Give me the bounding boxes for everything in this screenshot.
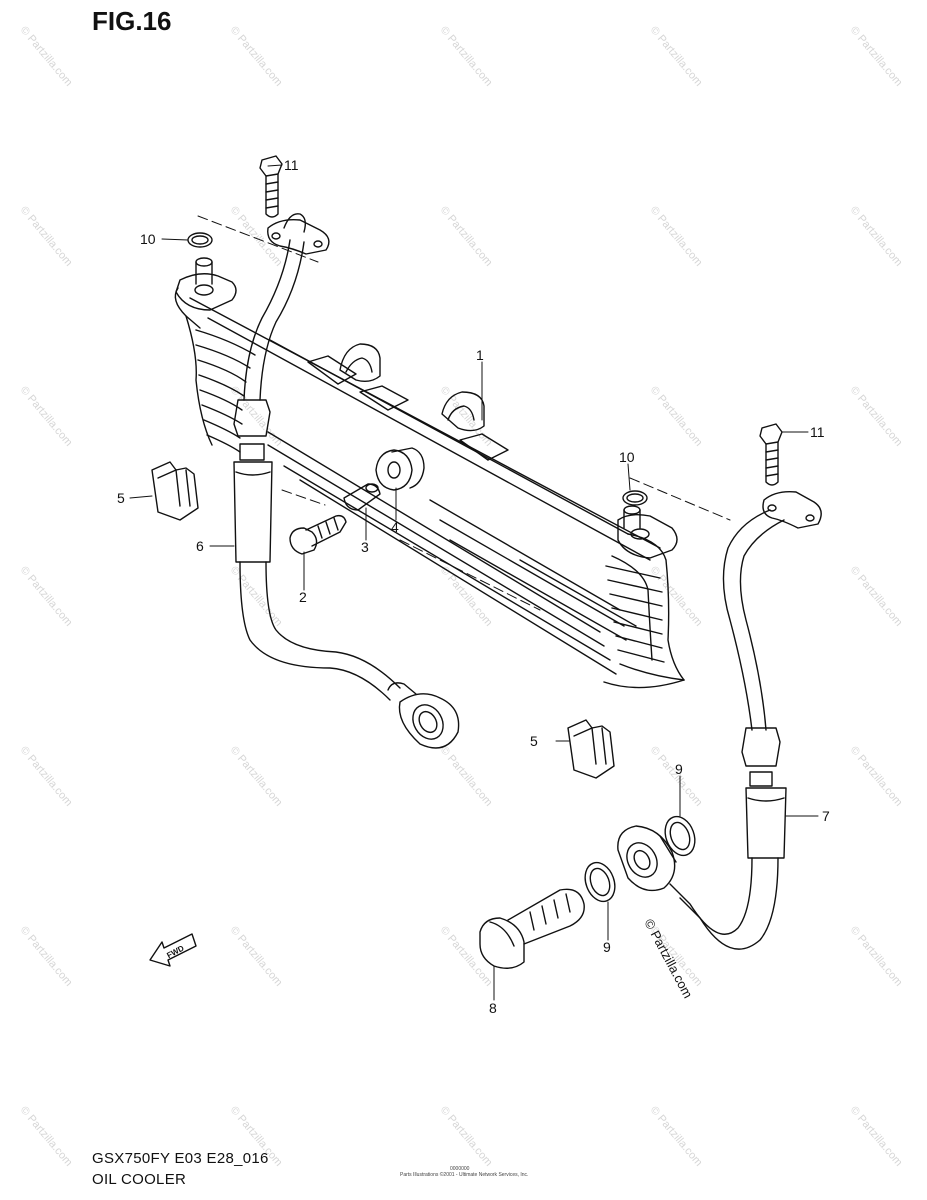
gasket-9-upper <box>664 815 696 857</box>
callout-10-right: 10 <box>619 449 635 465</box>
callout-9-upper: 9 <box>675 761 683 777</box>
watermark-text: © Partzilla.com <box>18 204 75 268</box>
hose-6 <box>233 213 460 749</box>
callout-6: 6 <box>196 538 204 554</box>
copyright-mark: © Partzilla.com <box>641 916 695 1000</box>
watermark-text: © Partzilla.com <box>438 204 495 268</box>
banjo-fitting <box>617 825 677 892</box>
callout-2: 2 <box>299 589 307 605</box>
callout-11-right: 11 <box>810 424 825 440</box>
leader-lines <box>129 164 819 1001</box>
hose-7 <box>669 490 822 950</box>
watermark-text: © Partzilla.com <box>18 564 75 628</box>
callout-4: 4 <box>391 519 399 535</box>
clamp-5-right <box>567 719 615 779</box>
callout-9-lower: 9 <box>603 939 611 955</box>
watermark-text: © Partzilla.com <box>848 744 905 808</box>
o-ring-right <box>622 490 648 506</box>
watermark-text: © Partzilla.com <box>648 204 705 268</box>
watermark-text: © Partzilla.com <box>228 204 285 268</box>
callout-8: 8 <box>489 1000 497 1016</box>
watermark-text: © Partzilla.com <box>18 24 75 88</box>
watermark-text: © Partzilla.com <box>438 24 495 88</box>
oil-cooler-part <box>174 215 731 689</box>
watermark-text: © Partzilla.com <box>228 384 285 448</box>
callout-10-upper: 10 <box>140 231 156 247</box>
callout-5-left: 5 <box>117 490 125 506</box>
callout-7: 7 <box>822 808 830 824</box>
watermark-text: © Partzilla.com <box>848 24 905 88</box>
callout-5-right: 5 <box>530 733 538 749</box>
callout-3: 3 <box>361 539 369 555</box>
watermark-text: © Partzilla.com <box>228 564 285 628</box>
bolt-11-upper <box>259 155 283 218</box>
union-bolt-8 <box>479 888 585 969</box>
fine-id: 0000000 <box>450 1166 470 1172</box>
bolt-2 <box>289 514 347 555</box>
watermark-text: © Partzilla.com <box>648 384 705 448</box>
cushion-4 <box>375 447 425 491</box>
callout-labels: 1 2 3 4 5 5 6 7 8 9 9 10 10 11 11 <box>117 157 830 1016</box>
watermark-layer: © Partzilla.com © Partzilla.com © Partzill… <box>18 24 905 1168</box>
watermark-text: © Partzilla.com <box>18 384 75 448</box>
fine-print: Parts Illustrations ©2001 - Ultimate Net… <box>400 1172 529 1178</box>
watermark-text: © Partzilla.com <box>228 24 285 88</box>
watermark-text: © Partzilla.com <box>648 1104 705 1168</box>
watermark-text: © Partzilla.com <box>648 24 705 88</box>
watermark-text: © Partzilla.com <box>18 744 75 808</box>
watermark-text: © Partzilla.com <box>228 744 285 808</box>
watermark-text: © Partzilla.com <box>848 384 905 448</box>
bolt-11-right <box>759 423 783 486</box>
watermark-text: © Partzilla.com <box>848 204 905 268</box>
fwd-arrow-icon <box>149 933 197 967</box>
model-code: GSX750FY E03 E28_016 <box>92 1150 269 1167</box>
watermark-text: © Partzilla.com <box>438 924 495 988</box>
watermark-text: © Partzilla.com <box>848 564 905 628</box>
spacer-3 <box>343 483 381 511</box>
watermark-text: © Partzilla.com <box>848 1104 905 1168</box>
callout-11-upper: 11 <box>284 157 299 173</box>
watermark-text: © Partzilla.com <box>438 1104 495 1168</box>
watermark-text: © Partzilla.com <box>18 1104 75 1168</box>
callout-1: 1 <box>476 347 484 363</box>
figure-title: FIG.16 <box>92 6 172 36</box>
watermark-text: © Partzilla.com <box>848 924 905 988</box>
clamp-5-left <box>151 461 199 521</box>
watermark-text: © Partzilla.com <box>18 924 75 988</box>
watermark-text: © Partzilla.com <box>438 744 495 808</box>
gasket-9-lower <box>584 861 616 903</box>
diagram-name: OIL COOLER <box>92 1171 187 1188</box>
watermark-text: © Partzilla.com <box>228 924 285 988</box>
